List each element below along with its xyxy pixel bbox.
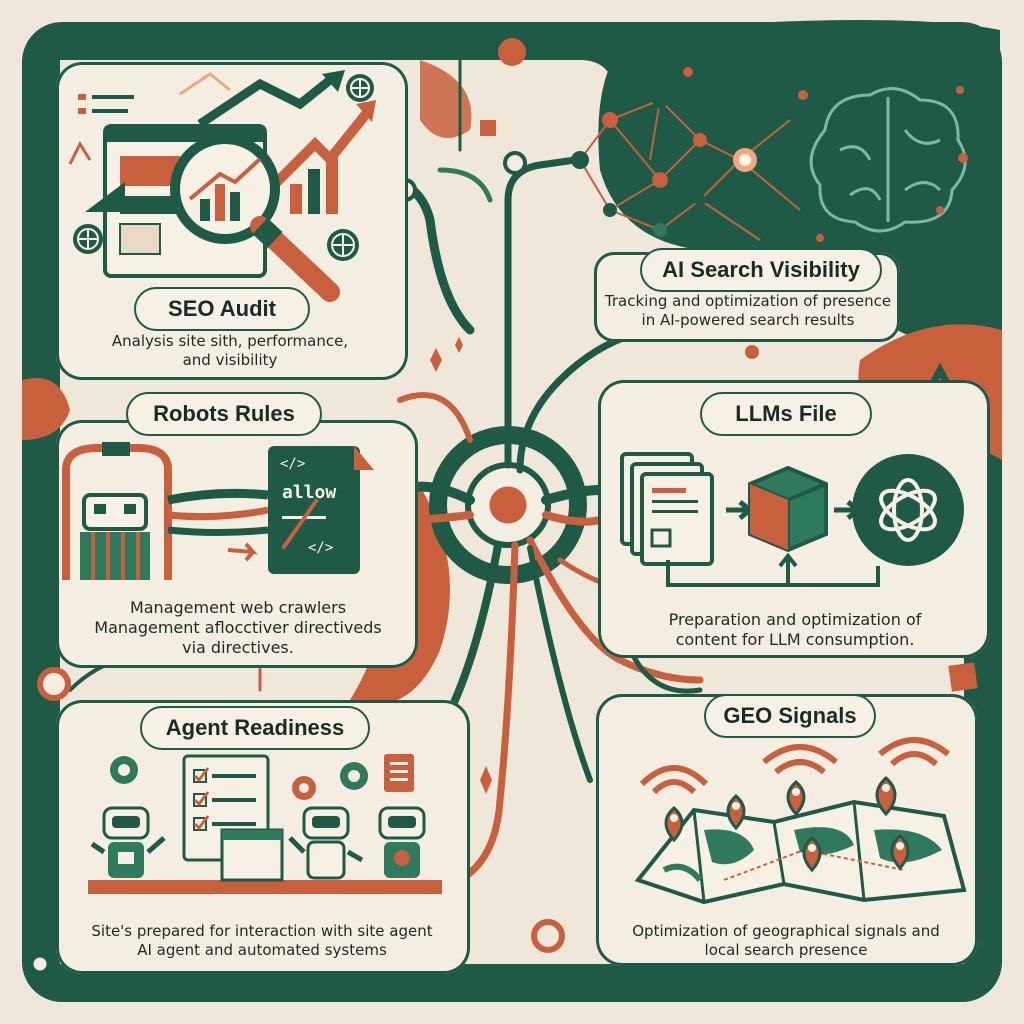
robots-rules-description: Management web crawlers Management afloc… — [68, 598, 408, 658]
code-tag-open: </> — [280, 456, 306, 472]
robot-icon — [288, 806, 364, 880]
geo-signals-desc-line-1: Optimization of geographical signals and — [632, 922, 940, 940]
map-icon — [634, 799, 967, 905]
llms-file-illustration — [620, 452, 964, 587]
cube-icon — [748, 465, 828, 553]
clipboard-icon — [384, 754, 414, 792]
green-blob — [598, 20, 1000, 347]
globe-icon — [327, 229, 359, 261]
location-pin-icon — [802, 836, 822, 873]
magnifier-icon — [170, 134, 340, 302]
hub-core — [486, 483, 530, 527]
code-tag-close: </> — [308, 540, 334, 556]
network-nodes — [571, 92, 757, 237]
seo-audit-title: SEO Audit — [134, 287, 310, 331]
growth-chart-icon — [179, 70, 376, 214]
platform — [88, 880, 442, 894]
location-pin-icon — [786, 780, 806, 817]
geo-signals-title: GEO Signals — [704, 694, 876, 738]
seo-audit-description: Analysis site sith, performance, and vis… — [80, 332, 380, 370]
llms-file-title: LLMs File — [700, 392, 872, 436]
gear-icon — [110, 756, 138, 784]
llms-file-description: Preparation and optimization of content … — [620, 610, 970, 650]
ai-search-description: Tracking and optimization of presence in… — [598, 292, 898, 330]
robot-icon — [378, 806, 426, 878]
code-allow: allow — [282, 482, 337, 503]
terracotta-blob-left — [22, 378, 70, 440]
brain-icon — [809, 87, 967, 233]
robot-gate-icon — [62, 442, 269, 580]
ai-search-desc-line-1: Tracking and optimization of presence — [604, 292, 892, 310]
globe-icon — [73, 224, 103, 254]
ai-search-desc-line-2: in AI-powered search results — [641, 311, 855, 329]
robots-rules-desc-line-1: Management web crawlers — [129, 598, 347, 617]
checklist-icon — [182, 754, 284, 882]
location-pin-icon — [875, 775, 897, 817]
brain-dots — [683, 67, 968, 242]
documents-icon — [620, 452, 714, 566]
signal-waves-icon — [639, 737, 950, 795]
location-pin-icon — [890, 834, 910, 871]
llms-file-desc-line-2: content for LLM consumption. — [675, 630, 915, 649]
robots-rules-desc-line-2: Management aflocctiver directiveds — [94, 618, 382, 637]
llms-file-desc-line-1: Preparation and optimization of — [668, 610, 922, 629]
robot-icon — [90, 806, 166, 878]
globe-icon — [346, 74, 374, 102]
agent-readiness-desc-line-1: Site's prepared for interaction with sit… — [91, 922, 433, 940]
location-pin-icon — [664, 806, 684, 843]
geo-signals-desc-line-2: local search presence — [704, 941, 868, 959]
seo-audit-desc-line-2: and visibility — [182, 351, 278, 369]
list-icon — [78, 94, 134, 114]
gear-icon — [340, 762, 368, 790]
code-document-icon: </> allow </> — [268, 446, 374, 574]
seo-audit-desc-line-1: Analysis site sith, performance, — [111, 332, 349, 350]
agent-readiness-description: Site's prepared for interaction with sit… — [62, 922, 462, 960]
robots-rules-desc-line-3: via directives. — [182, 638, 294, 657]
robots-rules-title: Robots Rules — [126, 392, 322, 436]
agent-readiness-illustration — [88, 754, 442, 894]
agent-readiness-title: Agent Readiness — [140, 706, 370, 750]
openai-knot-icon — [852, 454, 964, 566]
geo-signals-illustration — [634, 737, 967, 905]
geo-signals-description: Optimization of geographical signals and… — [606, 922, 966, 960]
gear-icon — [292, 776, 316, 800]
ai-search-title: AI Search Visibility — [640, 248, 882, 292]
seo-audit-illustration — [68, 70, 376, 302]
location-pin-icon — [726, 794, 746, 831]
agent-readiness-desc-line-2: AI agent and automated systems — [137, 941, 387, 959]
